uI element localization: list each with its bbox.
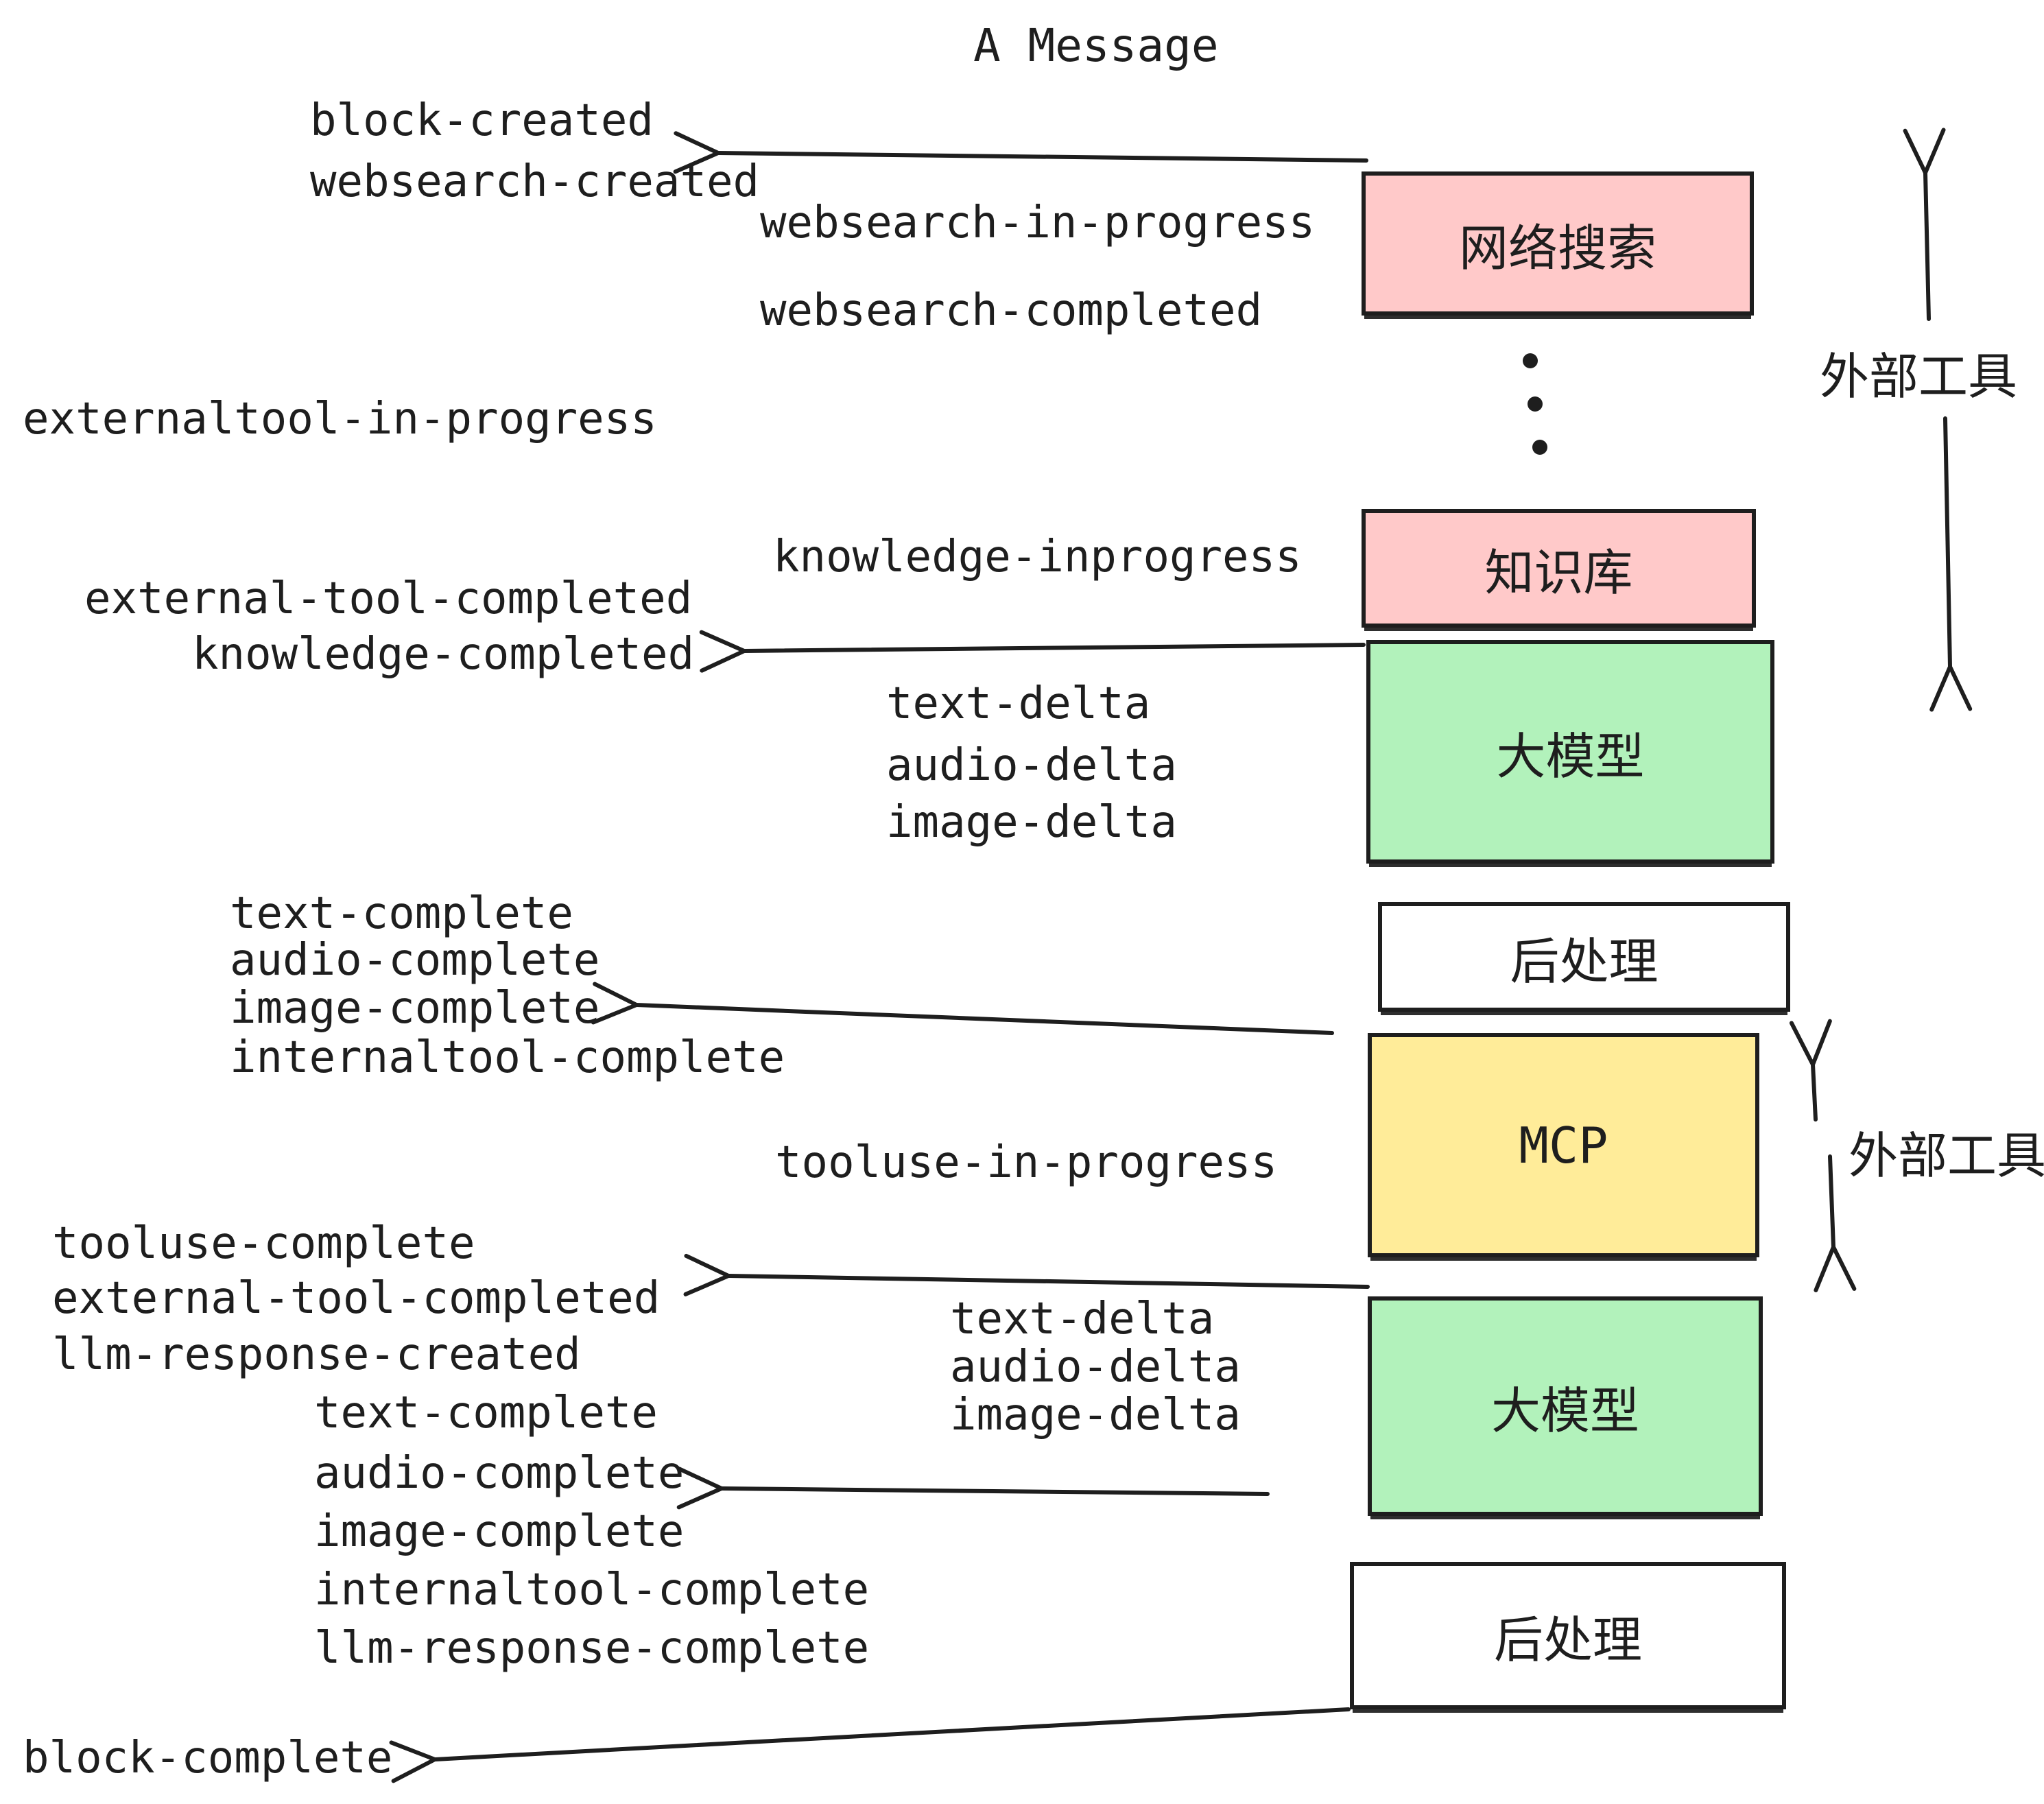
event-audio-delta-2: audio-delta: [950, 1342, 1241, 1392]
event-websearch-in-progress: websearch-in-progress: [760, 198, 1316, 248]
external-tools-up-arrow-1: [1903, 128, 1946, 321]
event-image-complete-1: image-complete: [230, 983, 600, 1034]
event-knowledge-inprogress: knowledge-inprogress: [773, 532, 1302, 582]
box-postprocess-2: 后处理: [1350, 1562, 1786, 1709]
event-image-complete-2: image-complete: [314, 1506, 685, 1557]
diagram-title: A Message: [973, 19, 1219, 72]
event-audio-complete-1: audio-complete: [230, 935, 600, 986]
arrow-to-knowledge-completed: [699, 630, 1366, 673]
arrow-to-audio-complete: [676, 1467, 1270, 1510]
event-knowledge-completed: knowledge-completed: [192, 629, 695, 680]
event-text-delta-2: text-delta: [950, 1294, 1215, 1344]
event-block-complete: block-complete: [23, 1733, 393, 1783]
event-block-created: block-created: [310, 95, 654, 146]
event-tooluse-complete: tooluse-complete: [52, 1218, 475, 1269]
arrow-to-image-complete: [591, 982, 1334, 1035]
event-text-complete-1: text-complete: [230, 888, 573, 939]
event-image-delta-2: image-delta: [950, 1390, 1241, 1440]
external-tools-up-arrow-2: [1789, 1019, 1832, 1121]
event-internaltool-complete-2: internaltool-complete: [314, 1565, 870, 1615]
event-audio-delta-1: audio-delta: [886, 740, 1177, 791]
external-tools-down-arrow-2: [1814, 1154, 1857, 1293]
event-externaltool-in-progress: externaltool-in-progress: [23, 394, 657, 444]
box-llm-2-label: 大模型: [1490, 1384, 1639, 1439]
event-tooluse-in-progress: tooluse-in-progress: [775, 1137, 1278, 1188]
arrow-to-block-complete: [389, 1707, 1351, 1783]
box-mcp-label: MCP: [1519, 1116, 1608, 1174]
box-llm-2: 大模型: [1368, 1296, 1763, 1516]
box-postprocess-1-label: 后处理: [1510, 934, 1659, 990]
event-image-delta-1: image-delta: [886, 797, 1177, 848]
box-postprocess-2-label: 后处理: [1493, 1613, 1642, 1668]
external-tools-annotation-2: 外部工具: [1849, 1129, 2044, 1184]
box-websearch: 网络搜索: [1362, 171, 1754, 316]
event-text-delta-1: text-delta: [886, 678, 1151, 729]
ellipsis-dots: [1523, 353, 1547, 455]
event-internaltool-complete-1: internaltool-complete: [230, 1032, 785, 1083]
external-tools-annotation-1: 外部工具: [1820, 350, 2018, 405]
event-external-tool-completed-1: external-tool-completed: [84, 573, 693, 624]
event-websearch-created: websearch-created: [310, 156, 760, 207]
box-knowledge: 知识库: [1362, 509, 1756, 628]
arrow-to-websearch-created: [673, 131, 1368, 174]
box-websearch-label: 网络搜索: [1458, 221, 1656, 276]
event-external-tool-completed-2: external-tool-completed: [52, 1273, 661, 1324]
box-llm-1: 大模型: [1366, 640, 1774, 864]
box-llm-1-label: 大模型: [1496, 729, 1645, 785]
arrow-to-tooluse-complete: [683, 1253, 1370, 1296]
event-websearch-completed: websearch-completed: [760, 285, 1263, 336]
box-postprocess-1: 后处理: [1378, 902, 1790, 1012]
event-llm-response-complete: llm-response-complete: [314, 1623, 870, 1674]
box-knowledge-label: 知识库: [1484, 546, 1633, 601]
box-mcp: MCP: [1368, 1033, 1759, 1257]
event-audio-complete-2: audio-complete: [314, 1448, 685, 1499]
event-text-complete-2: text-complete: [314, 1388, 658, 1438]
external-tools-down-arrow-1: [1929, 416, 1973, 712]
event-llm-response-created: llm-response-created: [52, 1329, 581, 1380]
